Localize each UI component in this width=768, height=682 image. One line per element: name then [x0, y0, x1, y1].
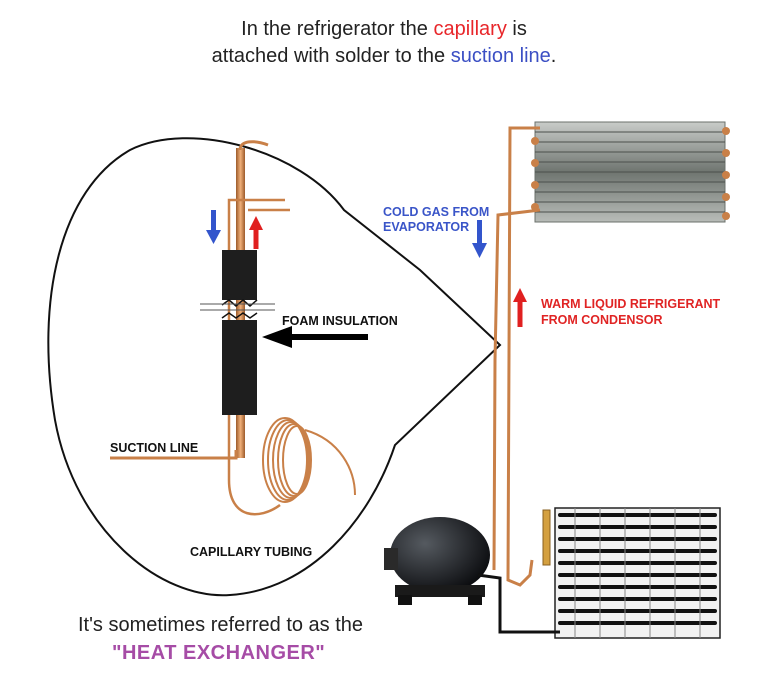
title-text: is [512, 18, 527, 40]
cold-flow-arrow-icon [206, 210, 221, 244]
compressor [384, 517, 490, 605]
footer-line-1: It's sometimes referred to as the [78, 614, 364, 636]
discharge-pipe [477, 573, 560, 634]
suction-line-label: SUCTION LINE [110, 441, 199, 455]
foam-pointer-arrow-icon [262, 326, 368, 348]
callout-bubble [47, 137, 502, 597]
title-line-1: In the refrigerator the capillary is [0, 18, 768, 41]
title-text: attached with solder to the [211, 45, 446, 67]
from-condensor-label: FROM CONDENSOR [541, 313, 663, 327]
cold-gas-label: COLD GAS FROM [383, 205, 490, 219]
warm-liquid-label: WARM LIQUID REFRIGERANT [541, 297, 721, 311]
footer-heat-exchanger: "HEAT EXCHANGER" [112, 642, 326, 664]
title-line-2: attached with solder to the suction line… [0, 45, 768, 68]
cold-gas-arrow-icon [472, 220, 487, 258]
warm-flow-arrow-icon [249, 216, 263, 249]
suction-line-main [492, 126, 541, 587]
capillary-tubing-label: CAPILLARY TUBING [190, 545, 313, 559]
foam-insulation-label: FOAM INSULATION [282, 314, 398, 328]
evaporator [531, 121, 730, 223]
title-text: . [550, 45, 557, 67]
title-capillary-word: capillary [433, 18, 507, 40]
title-suction-word: suction line [450, 45, 551, 67]
condenser [542, 507, 721, 639]
evaporator-label: EVAPORATOR [383, 220, 470, 234]
warm-liquid-arrow-icon [513, 288, 527, 327]
title-text: In the refrigerator the [241, 18, 428, 40]
callout-detail [110, 140, 368, 516]
